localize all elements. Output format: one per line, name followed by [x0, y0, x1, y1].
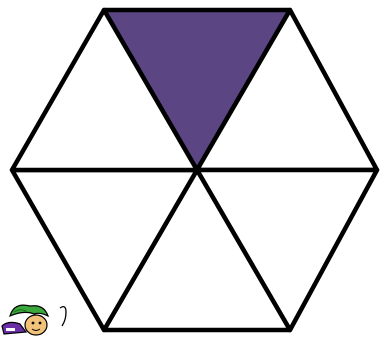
triangle-group: [12, 10, 377, 330]
cartoon-character-icon: [0, 298, 72, 340]
